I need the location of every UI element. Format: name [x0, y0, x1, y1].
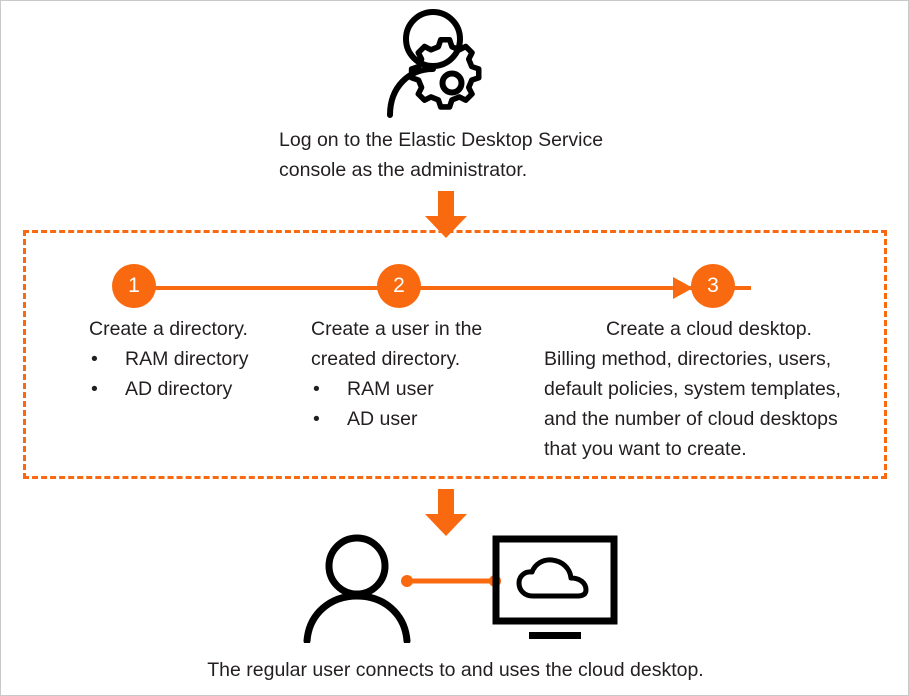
admin-step-caption: Log on to the Elastic Desktop Service co…	[279, 129, 604, 181]
step-1-bullet-list: RAM directory AD directory	[89, 344, 309, 404]
step-1-heading: Create a directory.	[89, 318, 248, 340]
cloud-desktop-monitor-icon	[491, 534, 619, 644]
step-3-heading: Create a cloud desktop.	[606, 318, 812, 340]
admin-user-gear-icon	[384, 7, 504, 119]
down-arrow-icon-bottom	[423, 489, 469, 537]
steps-dashed-container	[23, 230, 887, 479]
bottom-caption: The regular user connects to and uses th…	[207, 659, 704, 681]
step-block-2: Create a user in the created directory. …	[311, 314, 541, 434]
step-3-detail: Billing method, directories, users, defa…	[544, 348, 841, 460]
down-arrow-icon-top	[423, 191, 469, 239]
step-marker-1[interactable]: 1	[112, 264, 156, 308]
step-block-1: Create a directory. RAM directory AD dir…	[89, 314, 309, 404]
list-item: AD directory	[89, 374, 309, 404]
list-item: RAM directory	[89, 344, 309, 374]
list-item: AD user	[311, 404, 541, 434]
step-block-3: Create a cloud desktop. Billing method, …	[544, 314, 874, 464]
step-marker-3[interactable]: 3	[691, 264, 735, 308]
step-2-heading: Create a user in the created directory.	[311, 318, 483, 370]
step-marker-2[interactable]: 2	[377, 264, 421, 308]
connection-line	[399, 571, 503, 591]
user-icon	[301, 533, 413, 645]
step-2-bullet-list: RAM user AD user	[311, 374, 541, 434]
list-item: RAM user	[311, 374, 541, 404]
